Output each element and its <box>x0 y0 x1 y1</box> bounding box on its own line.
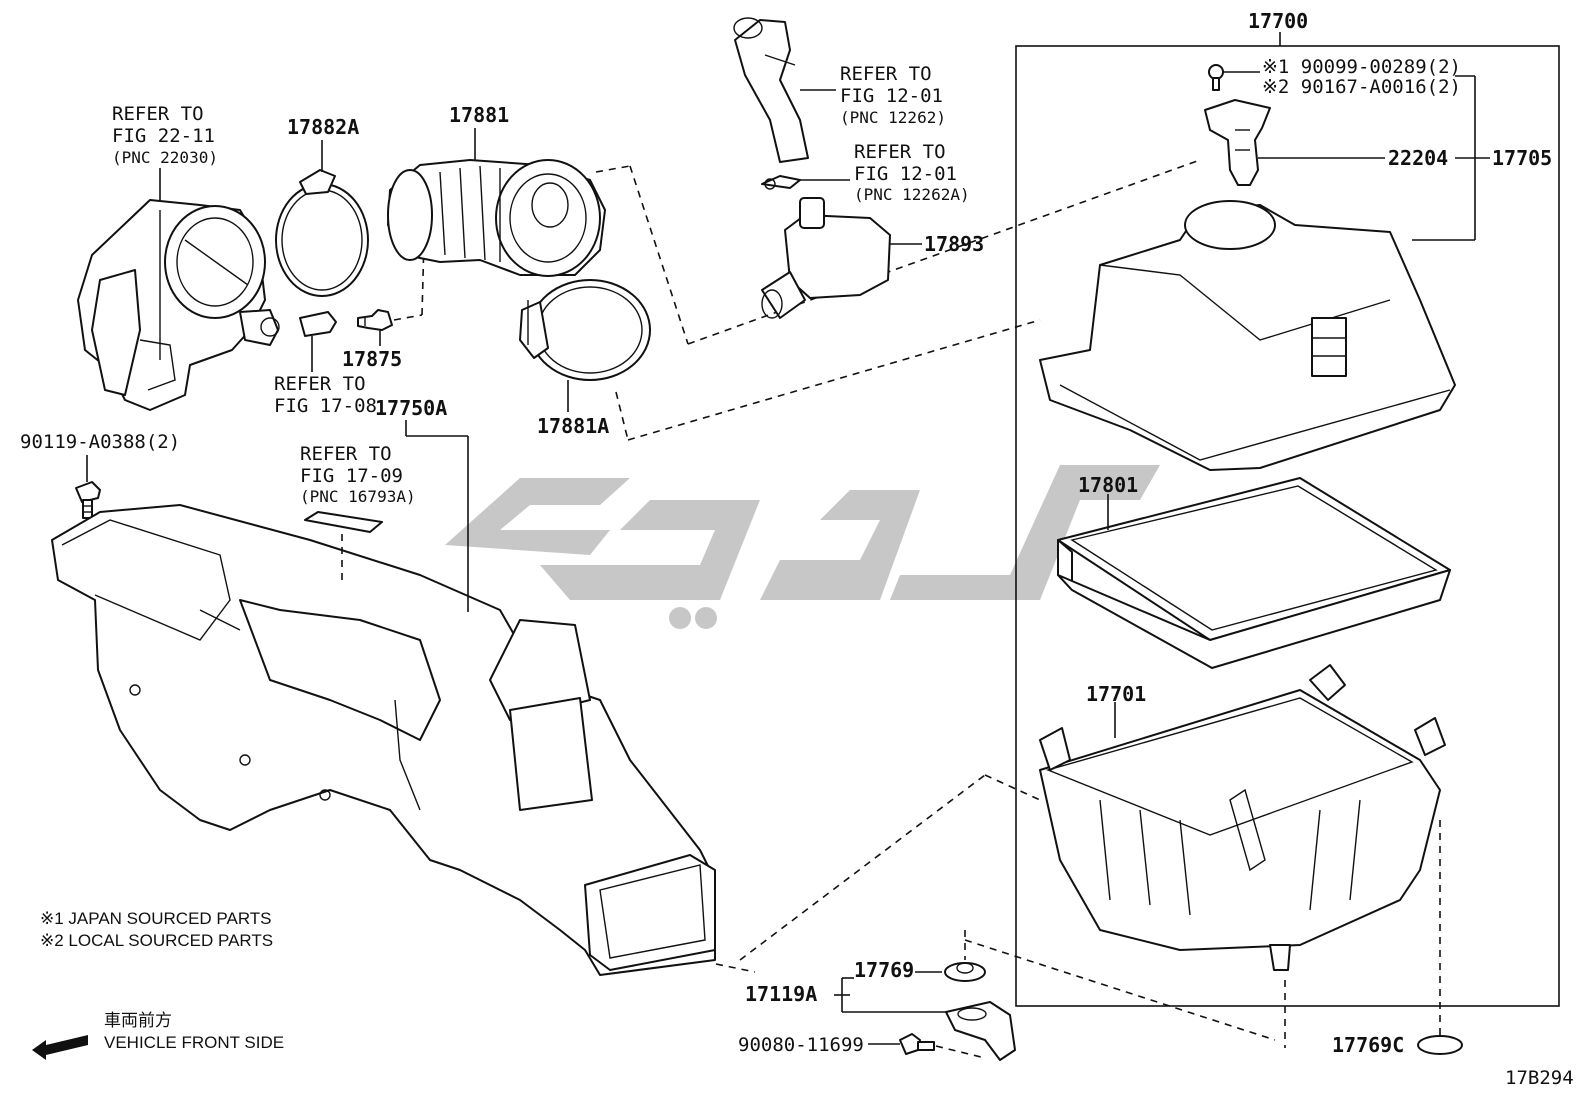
bolt-90119 <box>75 481 101 519</box>
label-17875: 17875 <box>342 347 402 371</box>
insulator-17769 <box>944 962 986 982</box>
breather-hose <box>733 17 809 163</box>
label-17750a: 17750A <box>375 396 447 420</box>
note-local-sourced: ※2 LOCAL SOURCED PARTS <box>40 931 273 950</box>
label-refer-top-3: (PNC 12262) <box>840 108 946 127</box>
label-refer-mid-3: (PNC 12262A) <box>854 185 970 204</box>
bracket-17119a <box>945 1001 1016 1061</box>
bolt-90080 <box>899 1033 935 1055</box>
label-refer-1709-2: FIG 17-09 <box>300 465 403 487</box>
label-pad <box>304 511 383 533</box>
label-screw-note2: ※2 90167-A0016(2) <box>1262 76 1461 98</box>
air-cleaner-cap <box>1039 200 1456 471</box>
direction-text: VEHICLE FRONT SIDE <box>104 1033 284 1052</box>
label-refer-mid-2: FIG 12-01 <box>854 163 957 185</box>
filter-element-17801 <box>1057 477 1451 669</box>
label-17769c: 17769C <box>1332 1033 1404 1057</box>
intake-hose-17881 <box>387 159 606 277</box>
resonator-17893 <box>761 197 891 319</box>
label-17119a: 17119A <box>745 982 817 1006</box>
label-17881a: 17881A <box>537 414 609 438</box>
label-17801: 17801 <box>1078 473 1138 497</box>
label-throttle-refer-1: REFER TO <box>112 103 204 125</box>
air-cleaner-case-17701 <box>1039 664 1446 971</box>
front-arrow-icon <box>32 1035 88 1060</box>
label-refer-1709-3: (PNC 16793A) <box>300 487 416 506</box>
hose-clip <box>761 175 801 190</box>
label-refer-1708-1: REFER TO <box>274 373 366 395</box>
label-17701: 17701 <box>1086 682 1146 706</box>
label-refer-mid-1: REFER TO <box>854 141 946 163</box>
label-throttle-refer-3: (PNC 22030) <box>112 148 218 167</box>
assembly-group-box: 17700 <box>1015 9 1560 1007</box>
watermark-logo <box>445 465 1160 629</box>
label-17881: 17881 <box>449 103 509 127</box>
label-17893: 17893 <box>924 232 984 256</box>
label-90080: 90080-11699 <box>738 1034 864 1056</box>
screw-sensor <box>1208 64 1224 91</box>
mass-air-flow-sensor <box>1204 99 1271 186</box>
label-22204: 22204 <box>1388 146 1448 170</box>
label-throttle-refer-2: FIG 22-11 <box>112 125 215 147</box>
label-refer-1708-2: FIG 17-08 <box>274 395 377 417</box>
label-17705: 17705 <box>1492 146 1552 170</box>
label-17882a: 17882A <box>287 115 359 139</box>
label-screw-note1: ※1 90099-00289(2) <box>1262 56 1461 78</box>
insulator-17769c <box>1417 1035 1463 1055</box>
label-refer-top-2: FIG 12-01 <box>840 85 943 107</box>
air-duct-17750a <box>51 504 716 976</box>
figure-id: 17B294 <box>1505 1067 1574 1089</box>
screw-17875 <box>357 309 393 331</box>
label-bolt-90119: 90119-A0388(2) <box>20 431 180 453</box>
clamp-17882a <box>275 169 369 297</box>
label-17769: 17769 <box>854 958 914 982</box>
throttle-body <box>77 199 280 411</box>
note-japan-sourced: ※1 JAPAN SOURCED PARTS <box>40 909 272 928</box>
label-refer-top-1: REFER TO <box>840 63 932 85</box>
small-hose <box>299 311 337 337</box>
label-refer-1709-1: REFER TO <box>300 443 392 465</box>
direction-kanji: 車両前方 <box>104 1011 172 1030</box>
clamp-17881a <box>519 279 651 381</box>
label-assembly: 17700 <box>1248 9 1308 33</box>
